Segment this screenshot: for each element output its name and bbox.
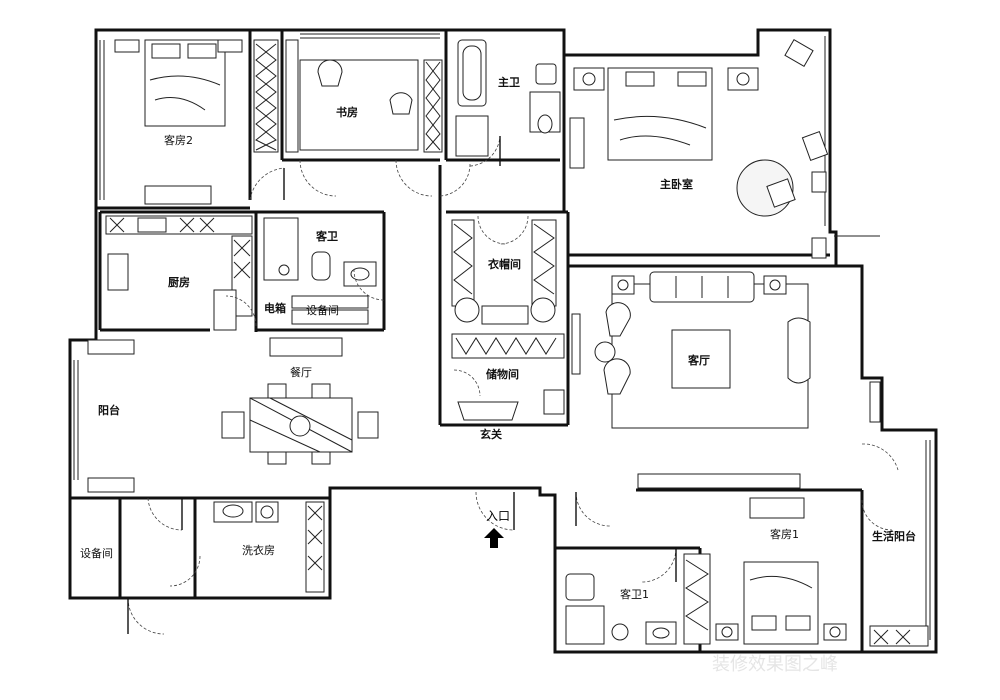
kitchen-counters: [105, 215, 253, 331]
room-label-equipment-2: 设备间: [80, 546, 113, 560]
room-label-guest-bath1: 客卫1: [620, 587, 649, 601]
room-label-foyer: 玄关: [480, 427, 502, 441]
room-label-master-bedroom: 主卧室: [660, 177, 693, 191]
room-label-guest1: 客房1: [770, 527, 799, 541]
room-label-service-balcony: 生活阳台: [872, 529, 916, 543]
room-label-equipment-1: 设备间: [306, 303, 339, 317]
master-bath-fixtures: [455, 39, 585, 169]
wardrobe-guest2: [253, 39, 279, 153]
room-label-kitchen: 厨房: [168, 275, 190, 289]
room-label-study: 书房: [336, 105, 358, 119]
room-label-entrance: 入口: [486, 509, 510, 523]
service-balcony-cabinets: [869, 625, 929, 647]
guest2-bed: [114, 39, 243, 205]
room-label-balcony: 阳台: [98, 403, 120, 417]
room-label-storage: 储物间: [486, 367, 519, 381]
room-label-dining: 餐厅: [290, 365, 312, 379]
doors: [127, 135, 899, 635]
room-label-master-bath: 主卫: [498, 75, 520, 89]
room-label-closet: 衣帽间: [488, 257, 521, 271]
entrance-arrow-icon: [484, 528, 504, 548]
windows: [73, 33, 931, 640]
room-label-elec-box: 电箱: [264, 301, 286, 315]
master-bed: [573, 39, 829, 259]
guest1-bed: [683, 497, 847, 645]
outer-walls: [68, 28, 938, 654]
study-furniture: [285, 39, 443, 153]
guest-bath1-fixtures: [565, 573, 677, 645]
closet-fixtures: [451, 219, 557, 325]
storage-fixtures: [451, 333, 565, 421]
room-label-living: 客厅: [687, 353, 710, 367]
room-label-laundry: 洗衣房: [242, 543, 275, 557]
laundry-fixtures: [213, 501, 325, 593]
living-furniture: [571, 271, 881, 489]
room-label-guest-bath: 客卫: [315, 229, 338, 243]
guest-bath-fixtures: [263, 217, 377, 325]
room-label-guest2: 客房2: [164, 133, 193, 147]
watermark-text: 装修效果图之峰: [712, 654, 838, 675]
dining-furniture: [221, 337, 379, 465]
balcony-cabinets: [87, 339, 135, 493]
